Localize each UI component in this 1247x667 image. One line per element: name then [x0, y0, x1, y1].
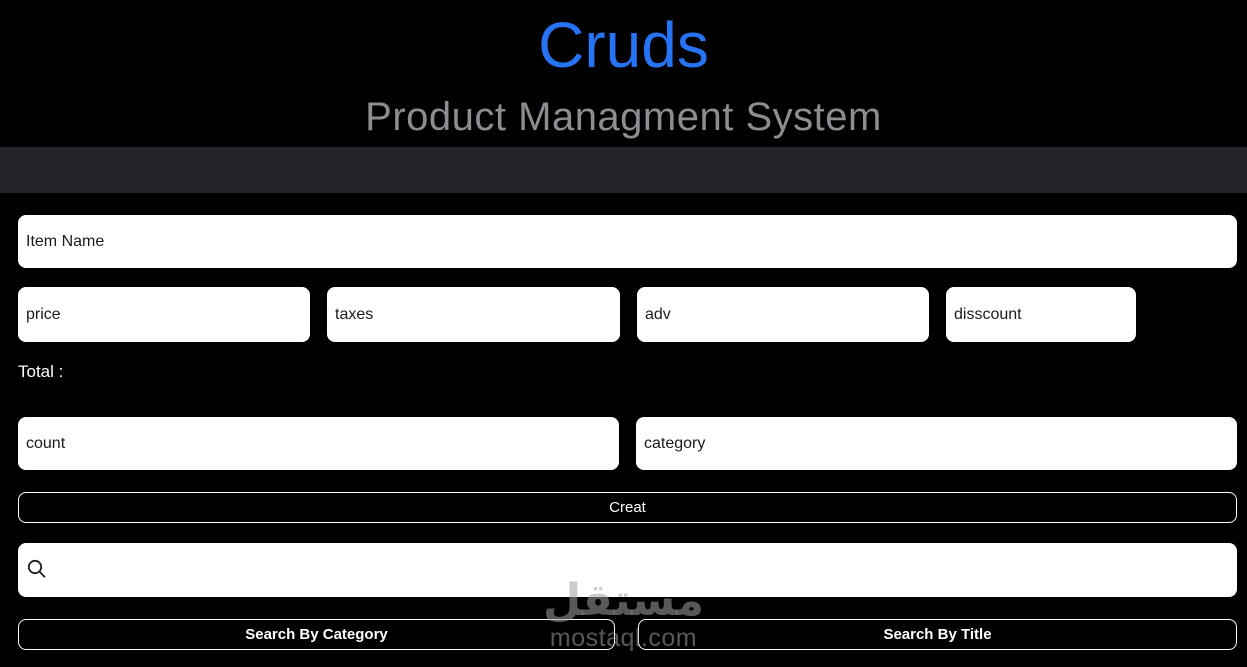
- disscount-input[interactable]: [946, 287, 1136, 343]
- item-name-input[interactable]: [18, 215, 1237, 269]
- magnifier-icon: [27, 560, 46, 578]
- app-subtitle: Product Managment System: [365, 95, 882, 140]
- search-bar: [18, 543, 1237, 598]
- create-button[interactable]: Creat: [18, 492, 1237, 524]
- navbar: [0, 147, 1247, 194]
- taxes-input[interactable]: [327, 287, 620, 343]
- total-label: Total :: [18, 362, 64, 382]
- price-row: [18, 287, 1237, 343]
- count-input[interactable]: [18, 417, 619, 471]
- search-by-category-button[interactable]: Search By Category: [18, 619, 615, 651]
- count-category-row: [18, 417, 1237, 471]
- search-by-title-button[interactable]: Search By Title: [638, 619, 1237, 651]
- app-title: Cruds: [538, 9, 709, 81]
- page-header: Cruds Product Managment System: [0, 0, 1247, 140]
- search-buttons-row: Search By Category Search By Title: [18, 619, 1237, 651]
- product-form: Total : Creat Search By Category Search …: [0, 193, 1247, 651]
- category-input[interactable]: [636, 417, 1237, 471]
- price-input[interactable]: [18, 287, 310, 343]
- adv-input[interactable]: [637, 287, 929, 343]
- search-input[interactable]: [18, 543, 1237, 598]
